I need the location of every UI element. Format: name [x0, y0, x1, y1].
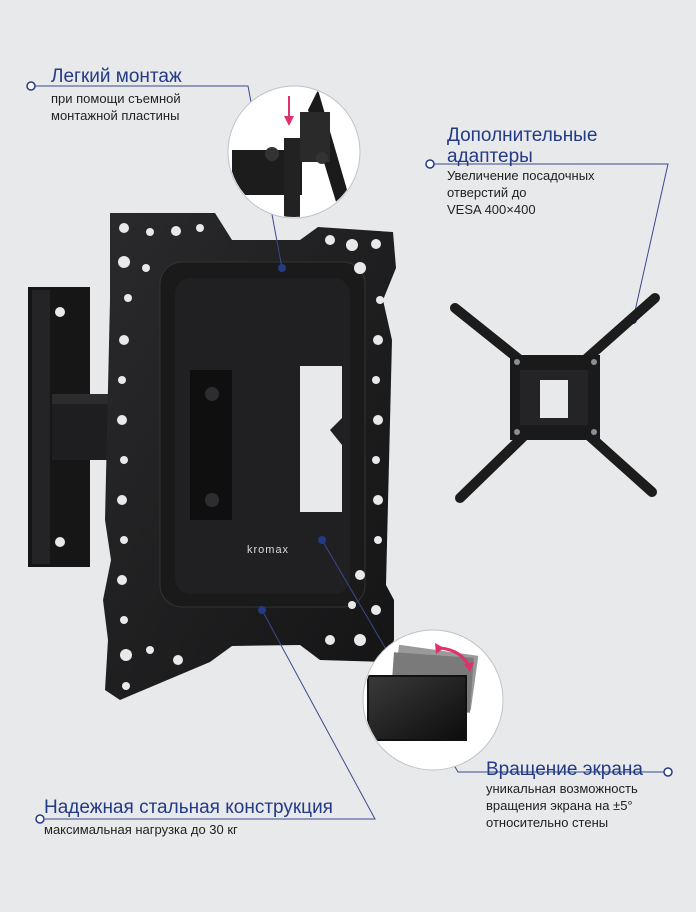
adapters-desc-line: VESA 400×400: [447, 202, 536, 217]
rotation-desc-line: вращения экрана на ±5°: [486, 798, 633, 813]
adapters-title-line: Дополнительные: [447, 125, 598, 146]
adapters-description: Увеличение посадочных отверстий до VESA …: [447, 167, 595, 218]
rotation-desc-line: относительно стены: [486, 815, 609, 830]
vesa-adapters: [450, 293, 660, 503]
adapters-desc-line: отверстий до: [447, 185, 527, 200]
rotation-detail-inset: [362, 629, 504, 771]
mount-detail-inset: [227, 85, 361, 219]
easy-mount-description: при помощи съемной монтажной пластины: [51, 90, 181, 124]
easy-mount-title: Легкий монтаж: [51, 66, 182, 87]
steel-construction-description: максимальная нагрузка до 30 кг: [44, 821, 238, 838]
easy-mount-desc-line: при помощи съемной: [51, 91, 181, 106]
rotation-description: уникальная возможность вращения экрана н…: [486, 780, 638, 831]
down-arrow-icon: [284, 96, 294, 126]
brand-logo: kromax: [247, 544, 290, 556]
rotation-desc-line: уникальная возможность: [486, 781, 638, 796]
adapters-title-line: адаптеры: [447, 146, 533, 167]
vesa-plate: [103, 213, 396, 700]
steel-construction-title: Надежная стальная конструкция: [44, 797, 333, 818]
easy-mount-desc-line: монтажной пластины: [51, 108, 180, 123]
adapters-title: Дополнительные адаптеры: [447, 125, 597, 167]
rotate-arrow-icon: [435, 643, 474, 672]
adapters-desc-line: Увеличение посадочных: [447, 168, 595, 183]
steel-desc-line: максимальная нагрузка до 30 кг: [44, 822, 238, 837]
rotation-title: Вращение экрана: [486, 759, 643, 780]
callout-markers: [26, 81, 673, 824]
